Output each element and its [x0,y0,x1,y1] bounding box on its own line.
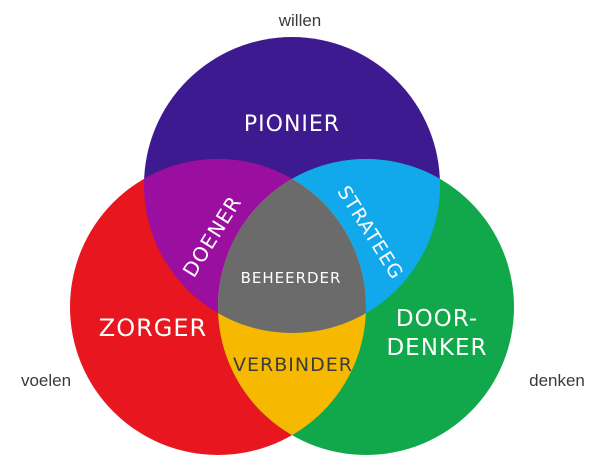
label-willen: willen [278,11,322,30]
label-doordenker-line2: DENKER [386,335,487,361]
label-verbinder: VERBINDER [233,354,353,376]
label-pionier: PIONIER [244,112,340,137]
label-voelen: voelen [21,371,71,390]
label-zorger: ZORGER [99,314,207,342]
label-beheerder: BEHEERDER [241,269,342,287]
overlap-all-three [218,159,366,333]
label-denken: denken [529,371,585,390]
label-doordenker-line1: DOOR- [396,306,478,332]
